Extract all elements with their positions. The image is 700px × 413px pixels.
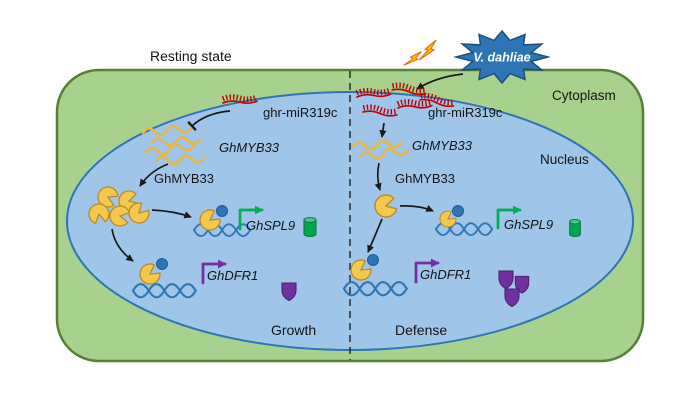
dna-binding-arrow-spl9 (151, 209, 192, 219)
cofactor-dot-icon (452, 205, 464, 217)
right-protein-label: GhMYB33 (395, 171, 455, 186)
pathogen-burst-icon (453, 29, 551, 85)
dfr1-transcription-arrow (414, 258, 440, 284)
spl9-transcription-arrow (496, 205, 522, 230)
cytoplasm-label: Cytoplasm (552, 88, 616, 103)
spl9-product-cylinder-icon (569, 218, 581, 238)
right-dfr1-label: GhDFR1 (420, 267, 471, 282)
left-mirna-label: ghr-miR319c (263, 105, 338, 120)
right-mirna-label: ghr-miR319c (428, 105, 503, 120)
right-spl9-promoter-complex: GhSPL9 (435, 205, 581, 238)
spl9-transcription-arrow (238, 205, 264, 231)
right-dfr1-promoter-complex: GhDFR1 (342, 254, 530, 308)
pathogen-name-label: V. dahliae (473, 51, 530, 65)
dfr1-transcription-arrow (201, 259, 227, 285)
right-mrna-label: GhMYB33 (412, 138, 473, 153)
growth-outcome-label: Growth (271, 322, 316, 338)
translation-arrow (139, 163, 169, 187)
resting-state-label: Resting state (150, 48, 232, 64)
pathogen-induction-arrow (416, 73, 464, 90)
nucleus-label: Nucleus (540, 152, 589, 167)
left-mrna-label: GhMYB33 (219, 140, 280, 155)
lightning-icon (403, 46, 423, 71)
mirna-repression-tbar (187, 110, 231, 131)
right-spl9-label: GhSPL9 (504, 217, 553, 232)
dna-binding-arrow-spl9 (399, 205, 434, 212)
cofactor-dot-icon (216, 205, 228, 217)
left-spl9-label: GhSPL9 (246, 218, 295, 233)
left-spl9-promoter-complex: GhSPL9 (193, 205, 317, 238)
mirna-cleavage-arrow (379, 122, 387, 138)
cofactor-dot-icon (156, 258, 168, 270)
translation-arrow (374, 162, 382, 191)
dna-binding-arrow-dfr1 (367, 218, 383, 253)
right-panel: V. dahliae ghr-miR319c GhMYB33 GhMYB33 G… (342, 29, 581, 338)
cofactor-dot-icon (367, 254, 379, 266)
defense-outcome-label: Defense (395, 322, 447, 338)
left-dfr1-label: GhDFR1 (207, 268, 258, 283)
left-dfr1-promoter-complex: GhDFR1 (131, 258, 297, 302)
left-panel: ghr-miR319c GhMYB33 GhMYB33 GhSPL9 (86, 96, 338, 338)
lightning-icon (418, 36, 438, 64)
dna-binding-arrow-dfr1 (111, 228, 134, 262)
left-protein-label: GhMYB33 (154, 171, 214, 186)
spl9-product-cylinder-icon (303, 216, 317, 238)
